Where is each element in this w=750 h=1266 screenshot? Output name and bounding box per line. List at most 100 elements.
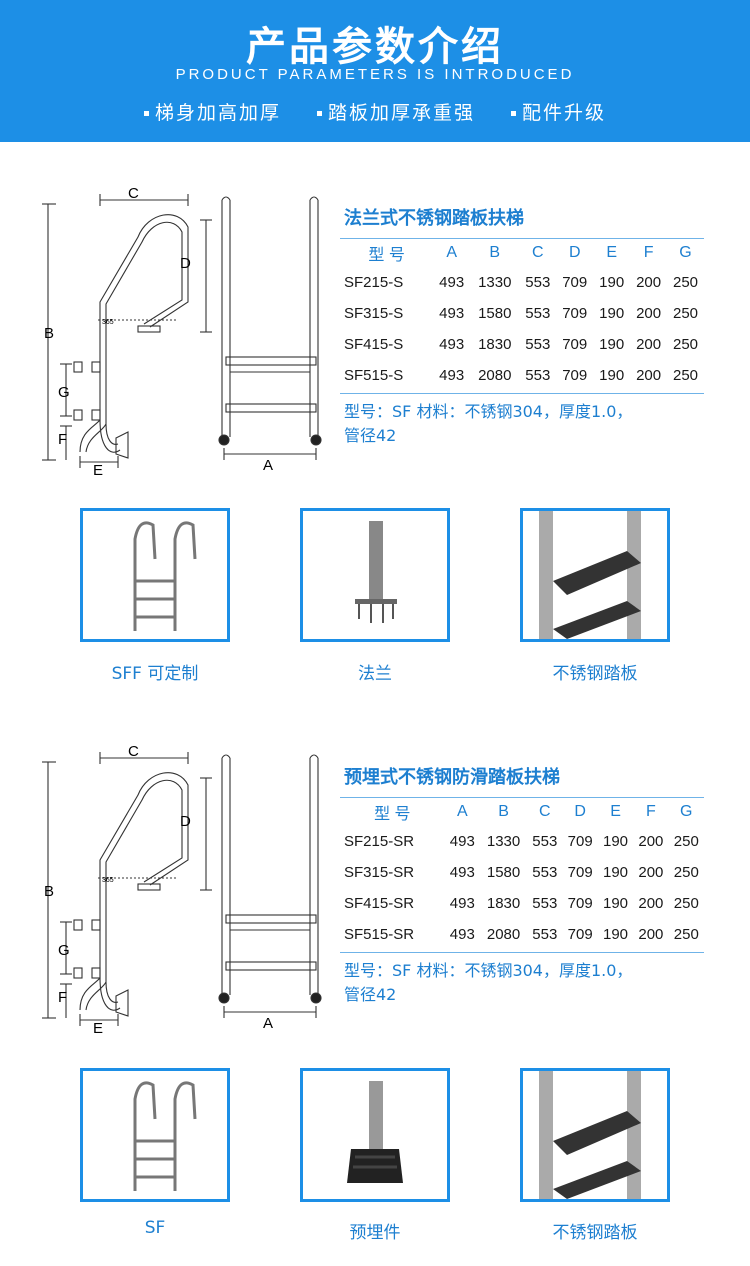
column-header: C bbox=[532, 244, 544, 261]
table-cell: SF315-S bbox=[344, 305, 404, 322]
product-photo-ladder bbox=[80, 508, 230, 642]
table-cell: 493 bbox=[439, 305, 465, 322]
dim-label-a: A bbox=[263, 1015, 273, 1032]
table-cell: 1330 bbox=[478, 274, 512, 291]
feature-list: 梯身加高加厚 踏板加厚承重强 配件升级 bbox=[0, 98, 750, 125]
dim-label-g: G bbox=[58, 384, 70, 401]
column-header: C bbox=[539, 803, 551, 820]
tread-icon bbox=[539, 511, 641, 639]
table-cell: 553 bbox=[532, 864, 558, 881]
table-cell: 250 bbox=[673, 367, 699, 384]
product-photo-anchor bbox=[300, 1068, 450, 1202]
bullet-icon bbox=[511, 111, 516, 116]
column-header: E bbox=[610, 803, 621, 820]
table-cell: 250 bbox=[673, 833, 699, 850]
divider bbox=[340, 797, 704, 798]
dim-label-e: E bbox=[93, 462, 103, 476]
table-cell: 190 bbox=[603, 833, 629, 850]
photo-caption: 法兰 bbox=[358, 664, 392, 684]
ladder-dimension-diagram: C D B 365 G F E A bbox=[42, 185, 322, 476]
table-cell: 493 bbox=[449, 864, 475, 881]
feature-item: 梯身加高加厚 bbox=[143, 98, 281, 125]
flange-icon bbox=[355, 521, 397, 623]
table-cell: 250 bbox=[673, 305, 699, 322]
table-cell: 200 bbox=[638, 895, 664, 912]
table-cell: 709 bbox=[562, 305, 588, 322]
dim-label-365: 365 bbox=[102, 877, 114, 884]
table-cell: SF515-SR bbox=[344, 926, 415, 943]
material-note-line: 型号：SF 材料：不锈钢304，厚度1.0， bbox=[344, 961, 633, 980]
table-cell: 190 bbox=[603, 926, 629, 943]
column-header: G bbox=[679, 244, 692, 261]
table-header-row: 型 号 A B C D E F G bbox=[340, 798, 704, 826]
photo-caption: 不锈钢踏板 bbox=[552, 1223, 638, 1243]
column-header: A bbox=[446, 244, 458, 261]
product-photo-tread bbox=[520, 1068, 670, 1202]
dim-label-d: D bbox=[180, 255, 191, 272]
table-cell: 1580 bbox=[478, 305, 512, 322]
feature-label: 踏板加厚承重强 bbox=[327, 102, 475, 124]
table-cell: 190 bbox=[599, 274, 625, 291]
header-banner: 产品参数介绍 PRODUCT PARAMETERS IS INTRODUCED … bbox=[0, 0, 750, 142]
table-cell: 1580 bbox=[486, 864, 521, 881]
photo-caption: 不锈钢踏板 bbox=[552, 664, 638, 684]
column-header: 型 号 bbox=[368, 247, 405, 264]
column-header: A bbox=[456, 803, 468, 820]
product-photo-ladder bbox=[80, 1068, 230, 1202]
material-note-line: 管径42 bbox=[344, 985, 397, 1004]
table-cell: 553 bbox=[525, 274, 551, 291]
table-header-row: 型 号 A B C D E F G bbox=[340, 239, 704, 267]
table-cell: 553 bbox=[525, 367, 551, 384]
column-header: B bbox=[489, 244, 501, 261]
table-cell: 190 bbox=[599, 367, 625, 384]
table-cell: 493 bbox=[439, 367, 465, 384]
dim-label-e: E bbox=[93, 1020, 103, 1034]
table-cell: 190 bbox=[603, 864, 629, 881]
dim-label-b: B bbox=[44, 883, 54, 900]
dim-label-g: G bbox=[58, 942, 70, 959]
column-header: F bbox=[643, 244, 654, 261]
product-photo-flange bbox=[300, 508, 450, 642]
product-photo-tread bbox=[520, 508, 670, 642]
table-cell: 493 bbox=[449, 833, 475, 850]
photo-caption: 预埋件 bbox=[349, 1223, 401, 1243]
table-cell: 250 bbox=[673, 864, 699, 881]
tread-icon bbox=[539, 1071, 641, 1199]
table-cell: 553 bbox=[525, 336, 551, 353]
table-cell: 493 bbox=[439, 336, 465, 353]
table-cell: 200 bbox=[636, 367, 662, 384]
table-cell: 493 bbox=[449, 926, 475, 943]
divider bbox=[340, 238, 704, 239]
dim-label-b: B bbox=[44, 325, 54, 342]
material-note: 型号：SF 材料：不锈钢304，厚度1.0， 管径42 bbox=[340, 400, 704, 448]
feature-label: 梯身加高加厚 bbox=[154, 102, 281, 124]
dim-label-c: C bbox=[128, 185, 139, 202]
feature-item: 踏板加厚承重强 bbox=[316, 98, 475, 125]
table-cell: 709 bbox=[562, 367, 588, 384]
spec-title: 预埋式不锈钢防滑踏板扶梯 bbox=[344, 767, 560, 788]
feature-item: 配件升级 bbox=[511, 98, 606, 125]
table-cell: 709 bbox=[567, 833, 593, 850]
column-header: 型 号 bbox=[374, 806, 411, 823]
page-subtitle: PRODUCT PARAMETERS IS INTRODUCED bbox=[175, 66, 575, 83]
feature-label: 配件升级 bbox=[522, 102, 607, 124]
table-cell: SF215-S bbox=[344, 274, 404, 291]
table-cell: 553 bbox=[532, 926, 558, 943]
dim-label-a: A bbox=[263, 457, 273, 474]
table-cell: 190 bbox=[603, 895, 629, 912]
dim-label-c: C bbox=[128, 743, 139, 760]
bullet-icon bbox=[143, 111, 149, 116]
table-cell: 200 bbox=[636, 336, 662, 353]
material-note-line: 型号：SF 材料：不锈钢304，厚度1.0， bbox=[344, 402, 633, 421]
divider bbox=[340, 952, 704, 953]
table-cell: 250 bbox=[673, 926, 699, 943]
table-cell: 553 bbox=[525, 305, 551, 322]
table-cell: 709 bbox=[562, 336, 588, 353]
